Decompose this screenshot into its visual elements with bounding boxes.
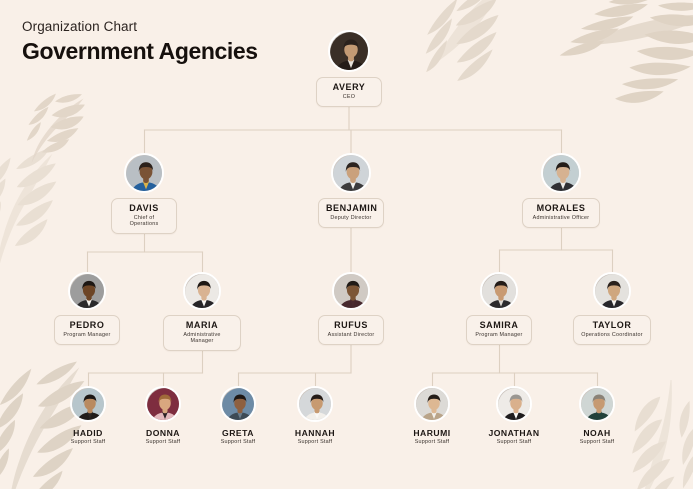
node-name-rufus: RUFUS xyxy=(334,320,368,330)
avatar-hadid xyxy=(70,386,106,422)
portrait-man-beard-black xyxy=(72,388,104,420)
node-name-morales: MORALES xyxy=(536,203,586,213)
org-node-donna[interactable]: DONNA Support Staff xyxy=(114,386,212,446)
page-title: Government Agencies xyxy=(22,37,258,64)
node-card-davis[interactable]: DAVIS Chief of Operations xyxy=(111,198,177,235)
node-name-hadid: HADID xyxy=(73,428,103,438)
node-role-samira: Program Manager xyxy=(475,332,523,339)
node-role-harumi: Support Staff xyxy=(414,439,450,446)
portrait-man-beard-glasses xyxy=(70,274,104,308)
node-name-noah: NOAH xyxy=(583,428,611,438)
node-name-taylor: TAYLOR xyxy=(592,320,632,330)
chart-eyebrow: Organization Chart xyxy=(22,19,138,34)
node-role-pedro: Program Manager xyxy=(63,332,111,339)
org-node-jonathan[interactable]: JONATHAN Support Staff xyxy=(465,386,563,446)
portrait-woman-black-suit xyxy=(185,274,219,308)
avatar-morales xyxy=(541,153,581,193)
avatar-noah xyxy=(579,386,615,422)
portrait-man-blue-blazer xyxy=(126,155,162,191)
node-name-maria: MARIA xyxy=(185,320,219,330)
org-node-noah[interactable]: NOAH Support Staff xyxy=(548,386,646,446)
avatar-benjamin xyxy=(331,153,371,193)
node-name-jonathan: JONATHAN xyxy=(488,428,540,438)
node-role-davis: Chief of Operations xyxy=(129,215,159,228)
node-role-donna: Support Staff xyxy=(145,439,181,446)
node-card-samira[interactable]: SAMIRA Program Manager xyxy=(466,315,532,346)
org-node-morales[interactable]: MORALES Administrative Officer xyxy=(516,153,606,229)
chart-header: Organization Chart Government Agencies xyxy=(22,19,258,64)
node-card-rufus[interactable]: RUFUS Assistant Director xyxy=(318,315,384,346)
portrait-woman-long-hair xyxy=(482,274,516,308)
org-node-rufus[interactable]: RUFUS Assistant Director xyxy=(312,272,390,346)
node-role-jonathan: Support Staff xyxy=(496,439,532,446)
portrait-woman-beige-blazer xyxy=(416,388,448,420)
avatar-taylor xyxy=(593,272,631,310)
avatar-hannah xyxy=(297,386,333,422)
node-card-benjamin[interactable]: BENJAMIN Deputy Director xyxy=(318,198,384,229)
portrait-man-green-turtleneck xyxy=(581,388,613,420)
node-name-benjamin: BENJAMIN xyxy=(326,203,378,213)
portrait-man-glasses xyxy=(543,155,579,191)
org-node-hannah[interactable]: HANNAH Support Staff xyxy=(266,386,364,446)
node-role-noah: Support Staff xyxy=(579,439,615,446)
node-name-greta: GRETA xyxy=(222,428,254,438)
avatar-donna xyxy=(145,386,181,422)
portrait-man-grey-suit xyxy=(333,155,369,191)
node-name-davis: DAVIS xyxy=(129,203,159,213)
node-card-donna[interactable]: DONNA Support Staff xyxy=(120,428,206,446)
portrait-woman-blazer xyxy=(595,274,629,308)
org-node-maria[interactable]: MARIA Administrative Manager xyxy=(157,272,247,352)
org-node-samira[interactable]: SAMIRA Program Manager xyxy=(460,272,538,346)
avatar-jonathan xyxy=(496,386,532,422)
node-name-harumi: HARUMI xyxy=(413,428,451,438)
node-card-maria[interactable]: MARIA Administrative Manager xyxy=(163,315,241,352)
avatar-avery xyxy=(328,30,370,72)
avatar-samira xyxy=(480,272,518,310)
node-role-rufus: Assistant Director xyxy=(327,332,375,339)
node-role-greta: Support Staff xyxy=(220,439,256,446)
node-card-taylor[interactable]: TAYLOR Operations Coordinator xyxy=(573,315,651,346)
node-card-avery[interactable]: AVERY CEO xyxy=(316,77,382,108)
node-name-hannah: HANNAH xyxy=(294,428,336,438)
node-role-benjamin: Deputy Director xyxy=(330,215,372,222)
org-node-greta[interactable]: GRETA Support Staff xyxy=(189,386,287,446)
node-card-harumi[interactable]: HARUMI Support Staff xyxy=(389,428,475,446)
node-card-hannah[interactable]: HANNAH Support Staff xyxy=(272,428,358,446)
org-node-pedro[interactable]: PEDRO Program Manager xyxy=(48,272,126,346)
org-node-taylor[interactable]: TAYLOR Operations Coordinator xyxy=(567,272,657,346)
avatar-pedro xyxy=(68,272,106,310)
portrait-man-black-suit xyxy=(498,388,530,420)
portrait-woman-pink-maroon xyxy=(147,388,179,420)
node-role-maria: Administrative Manager xyxy=(183,332,221,345)
portrait-man-dark-suit xyxy=(330,32,368,70)
node-name-samira: SAMIRA xyxy=(479,320,519,330)
org-node-harumi[interactable]: HARUMI Support Staff xyxy=(383,386,481,446)
node-role-avery: CEO xyxy=(342,94,356,101)
avatar-maria xyxy=(183,272,221,310)
node-card-morales[interactable]: MORALES Administrative Officer xyxy=(522,198,600,229)
org-node-avery[interactable]: AVERY CEO xyxy=(310,30,388,108)
org-node-davis[interactable]: DAVIS Chief of Operations xyxy=(105,153,183,235)
node-name-avery: AVERY xyxy=(332,82,366,92)
node-card-greta[interactable]: GRETA Support Staff xyxy=(195,428,281,446)
avatar-harumi xyxy=(414,386,450,422)
node-card-noah[interactable]: NOAH Support Staff xyxy=(554,428,640,446)
portrait-man-maroon-shirt xyxy=(334,274,368,308)
node-card-hadid[interactable]: HADID Support Staff xyxy=(45,428,131,446)
node-role-hannah: Support Staff xyxy=(297,439,333,446)
avatar-rufus xyxy=(332,272,370,310)
node-name-donna: DONNA xyxy=(145,428,180,438)
node-role-morales: Administrative Officer xyxy=(532,215,590,222)
avatar-greta xyxy=(220,386,256,422)
org-node-benjamin[interactable]: BENJAMIN Deputy Director xyxy=(312,153,390,229)
node-card-pedro[interactable]: PEDRO Program Manager xyxy=(54,315,120,346)
node-role-taylor: Operations Coordinator xyxy=(581,332,643,339)
portrait-woman-white-top xyxy=(299,388,331,420)
node-role-hadid: Support Staff xyxy=(70,439,106,446)
avatar-davis xyxy=(124,153,164,193)
portrait-woman-denim xyxy=(222,388,254,420)
node-name-pedro: PEDRO xyxy=(69,320,105,330)
node-card-jonathan[interactable]: JONATHAN Support Staff xyxy=(471,428,557,446)
